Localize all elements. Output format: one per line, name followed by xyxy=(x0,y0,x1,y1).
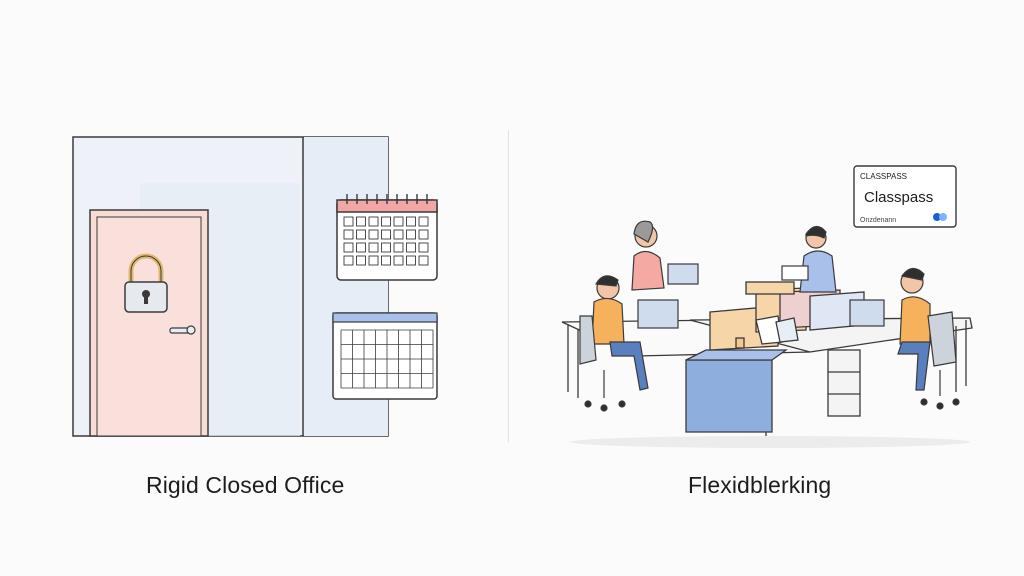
calendar-day-cell xyxy=(368,229,379,240)
door xyxy=(89,209,209,437)
calendar-day-cell xyxy=(393,242,404,253)
person-front-left xyxy=(579,275,679,412)
closed-office-illustration: Rigid Closed Office xyxy=(0,0,508,576)
badge-small-label: CLASSPASS xyxy=(860,172,907,181)
flexible-workspace-illustration: CLASSPASS Classpass Onzdenann xyxy=(510,0,1024,576)
calendar-day-cell xyxy=(381,255,391,266)
calendar-day-cell xyxy=(368,255,379,266)
coworking-scene: CLASSPASS Classpass Onzdenann xyxy=(561,165,973,448)
calendar-day-cell xyxy=(393,229,404,240)
caption-flexible-working: Flexidblerking xyxy=(688,472,832,498)
calendar-day-cell xyxy=(356,216,366,227)
calendar-day-cell xyxy=(356,229,366,240)
calendar-day-cell xyxy=(406,255,416,266)
calendar-day-cell xyxy=(406,242,416,253)
closed-office-scene xyxy=(72,136,438,437)
person-front-right xyxy=(849,267,960,410)
calendar-day-cell xyxy=(393,216,404,227)
calendar-day-cell xyxy=(418,216,429,227)
person-back-left xyxy=(631,220,699,291)
calendar-day-cell xyxy=(406,216,416,227)
calendar-day-cell xyxy=(343,255,354,266)
badge-dot-icon xyxy=(933,213,941,221)
calendar-day-cell xyxy=(356,242,366,253)
calendar-day-cell xyxy=(418,229,429,240)
calendar-day-cell xyxy=(343,242,354,253)
calendar-day-cell xyxy=(368,242,379,253)
schedule-window-icon xyxy=(332,312,438,400)
calendar-day-cell xyxy=(393,255,404,266)
calendar-day-cell xyxy=(381,242,391,253)
calendar-day-cell xyxy=(418,242,429,253)
calendar-day-cell xyxy=(343,229,354,240)
classpass-badge: CLASSPASS Classpass Onzdenann xyxy=(853,165,957,228)
calendar-day-cell xyxy=(418,255,429,266)
center-divider xyxy=(508,130,509,442)
calendar-day-cell xyxy=(406,229,416,240)
calendar-day-cell xyxy=(356,255,366,266)
calendar-day-cell xyxy=(381,229,391,240)
caption-rigid-closed-office: Rigid Closed Office xyxy=(146,472,345,498)
calendar-icon xyxy=(336,194,438,281)
calendar-day-cell xyxy=(368,216,379,227)
calendar-day-cell xyxy=(381,216,391,227)
person-back-right xyxy=(781,225,837,293)
lock-icon xyxy=(124,253,168,313)
badge-title: Classpass xyxy=(864,189,933,206)
calendar-day-cell xyxy=(343,216,354,227)
badge-dot-icon xyxy=(939,213,947,221)
badge-subtitle: Onzdenann xyxy=(860,217,896,224)
